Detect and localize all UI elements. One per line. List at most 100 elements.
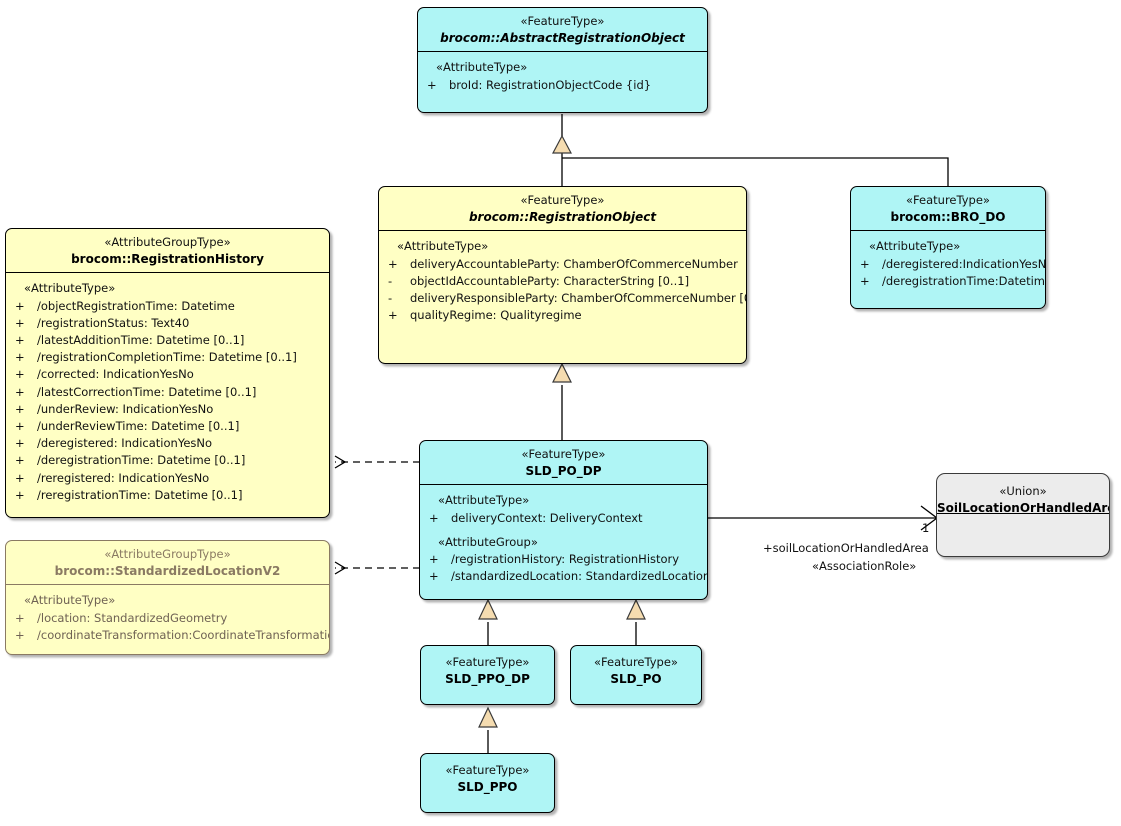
attribute-compartment: «AttributeType» + deliveryAccountablePar… xyxy=(379,231,746,330)
generalization-brodo-to-abstract xyxy=(562,157,949,186)
class-header: «AttributeGroupType» brocom::Standardize… xyxy=(6,541,329,584)
visibility-marker: + xyxy=(15,384,25,399)
visibility-marker: + xyxy=(429,552,439,567)
attribute-text: /deregistered: IndicationYesNo xyxy=(37,436,213,451)
visibility-marker: - xyxy=(388,290,393,305)
class-registration-object[interactable]: «FeatureType» brocom::RegistrationObject… xyxy=(378,186,747,364)
class-registration-history[interactable]: «AttributeGroupType» brocom::Registratio… xyxy=(5,228,330,518)
attribute-text: /underReviewTime: Datetime [0..1] xyxy=(37,418,240,433)
compartment-label: «AttributeType» xyxy=(436,60,528,74)
association-stereotype: «AssociationRole» xyxy=(812,559,917,573)
attribute-text: qualityRegime: Qualityregime xyxy=(410,308,582,323)
attribute-text: /deregistrationTime:Datetime xyxy=(882,273,1046,288)
stereotype-label: «FeatureType» xyxy=(906,193,990,207)
compartment-label: «AttributeType» xyxy=(24,281,116,295)
class-name: brocom::BRO_DO xyxy=(890,210,1006,224)
visibility-marker: + xyxy=(15,436,25,451)
class-header: «FeatureType» SLD_PO xyxy=(571,646,701,692)
class-header: «FeatureType» SLD_PPO xyxy=(421,754,554,800)
visibility-marker: + xyxy=(15,401,25,416)
class-sld-ppo-dp[interactable]: «FeatureType» SLD_PPO_DP xyxy=(420,645,555,705)
class-sld-po-dp[interactable]: «FeatureType» SLD_PO_DP «AttributeType» … xyxy=(419,440,708,600)
stereotype-label: «FeatureType» xyxy=(445,763,530,777)
compartment-divider xyxy=(6,272,329,273)
class-header: «AttributeGroupType» brocom::Registratio… xyxy=(6,229,329,272)
stereotype-label: «FeatureType» xyxy=(445,655,530,669)
attribute-text: /registrationHistory: RegistrationHistor… xyxy=(451,552,680,567)
visibility-marker: + xyxy=(15,470,25,485)
visibility-marker: + xyxy=(388,308,398,323)
stereotype-label: «AttributeGroupType» xyxy=(104,235,231,249)
class-sld-po[interactable]: «FeatureType» SLD_PO xyxy=(570,645,702,705)
attribute-row: +/reregistrationTime: Datetime [0..1] xyxy=(6,487,329,504)
attribute-row: + /registrationHistory: RegistrationHisto… xyxy=(420,551,707,568)
attribute-row: + /deregistrationTime:Datetime xyxy=(851,273,1045,290)
stereotype-label: «FeatureType» xyxy=(594,655,678,669)
generalization-sldpodp-to-registrationobject xyxy=(552,362,572,440)
class-name: SLD_PPO xyxy=(457,780,518,794)
attribute-text: objectIdAccountableParty: CharacterStrin… xyxy=(410,273,690,288)
association-sldpodp-to-soillocation xyxy=(708,505,939,531)
visibility-marker: + xyxy=(860,256,870,271)
compartment-divider xyxy=(851,230,1045,231)
generalization-registrationobject-to-abstract xyxy=(552,114,572,186)
attribute-compartment: «AttributeType» +deliveryContext: Delive… xyxy=(420,485,707,592)
class-abstract-registration-object[interactable]: «FeatureType» brocom::AbstractRegistrati… xyxy=(417,7,708,113)
class-bro-do[interactable]: «FeatureType» brocom::BRO_DO «AttributeT… xyxy=(850,186,1046,309)
visibility-marker: + xyxy=(15,350,25,365)
class-standardized-location-v2[interactable]: «AttributeGroupType» brocom::Standardize… xyxy=(5,540,330,655)
attribute-text: deliveryAccountableParty: ChamberOfComme… xyxy=(410,256,738,271)
attribute-text: /reregistered: IndicationYesNo xyxy=(37,470,210,485)
visibility-marker: + xyxy=(15,418,25,433)
compartment-divider xyxy=(6,584,329,585)
stereotype-label: «AttributeGroupType» xyxy=(104,547,231,561)
association-role-name: +soilLocationOrHandledArea xyxy=(763,541,929,555)
attribute-row: +/underReview: IndicationYesNo xyxy=(6,401,329,418)
class-name: SLD_PO xyxy=(610,672,662,686)
stereotype-label: «Union» xyxy=(999,484,1047,498)
attribute-text: /standardizedLocation: StandardizedLocat… xyxy=(451,569,708,584)
attribute-compartment: «AttributeType» + broId: RegistrationObj… xyxy=(418,52,707,100)
attribute-row: +/standardizedLocation: StandardizedLoca… xyxy=(420,568,707,585)
class-header: «FeatureType» brocom::BRO_DO xyxy=(851,187,1045,230)
attribute-compartment: «AttributeType» +/location: Standardized… xyxy=(6,585,329,650)
compartment-label: «AttributeType» xyxy=(397,239,489,253)
class-soil-location-or-handled-area[interactable]: «Union» SoilLocationOrHandledArea xyxy=(936,473,1110,557)
visibility-marker: + xyxy=(388,256,398,271)
visibility-marker: + xyxy=(15,367,25,382)
class-header: «FeatureType» SLD_PO_DP xyxy=(420,441,707,484)
visibility-marker: + xyxy=(860,273,870,288)
attribute-row: + /latestCorrectionTime: Datetime [0..1] xyxy=(6,384,329,401)
association-multiplicity: 1 xyxy=(922,521,930,535)
attribute-row: - deliveryResponsibleParty: ChamberOfCom… xyxy=(379,290,746,307)
attribute-text: /latestCorrectionTime: Datetime [0..1] xyxy=(37,384,257,399)
attribute-text: deliveryContext: DeliveryContext xyxy=(451,510,643,525)
attribute-row: + qualityRegime: Qualityregime xyxy=(379,307,746,324)
attribute-row: +/latestAdditionTime: Datetime [0..1] xyxy=(6,332,329,349)
visibility-marker: + xyxy=(15,453,25,468)
compartment-label-2: «AttributeGroup» xyxy=(438,534,538,549)
class-header: «FeatureType» brocom::AbstractRegistrati… xyxy=(418,8,707,51)
class-header: «Union» SoilLocationOrHandledArea xyxy=(937,474,1109,521)
stereotype-label: «FeatureType» xyxy=(520,193,605,207)
class-name: SLD_PPO_DP xyxy=(445,672,530,686)
attribute-row: +/objectRegistrationTime: Datetime xyxy=(6,298,329,315)
visibility-marker: + xyxy=(427,77,437,92)
compartment-label: «AttributeType» xyxy=(869,239,961,253)
compartment-divider xyxy=(379,230,746,231)
attribute-row: + /deregistered: IndicationYesNo xyxy=(6,435,329,452)
attribute-row: +deliveryContext: DeliveryContext xyxy=(420,510,707,527)
visibility-marker: + xyxy=(15,332,25,347)
compartment-divider xyxy=(418,51,707,52)
attribute-row: +/location: StandardizedGeometry xyxy=(6,610,329,627)
compartment-label: «AttributeType» xyxy=(24,593,116,607)
attribute-row: + broId: RegistrationObjectCode {id} xyxy=(418,77,707,94)
generalization-sldppodp-to-sldpodp xyxy=(478,598,498,645)
class-sld-ppo[interactable]: «FeatureType» SLD_PPO xyxy=(420,753,555,813)
attribute-text: /deregistrationTime: Datetime [0..1] xyxy=(37,453,246,468)
class-name: brocom::AbstractRegistrationObject xyxy=(440,31,685,45)
attribute-text: /deregistered:IndicationYesNo xyxy=(882,256,1046,271)
attribute-row: + deliveryAccountableParty: ChamberOfCom… xyxy=(379,256,746,273)
